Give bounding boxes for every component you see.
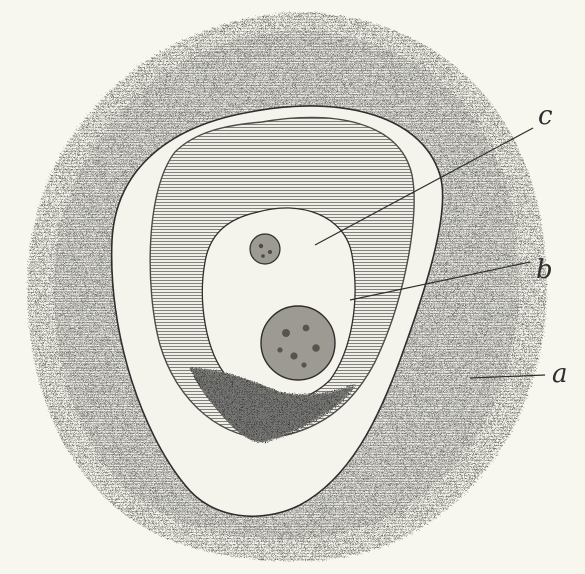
- label-b: b: [536, 255, 553, 285]
- small-nucleus: [250, 234, 280, 264]
- label-a: a: [552, 359, 568, 389]
- large-nucleus: [261, 306, 335, 380]
- label-c: c: [538, 101, 553, 131]
